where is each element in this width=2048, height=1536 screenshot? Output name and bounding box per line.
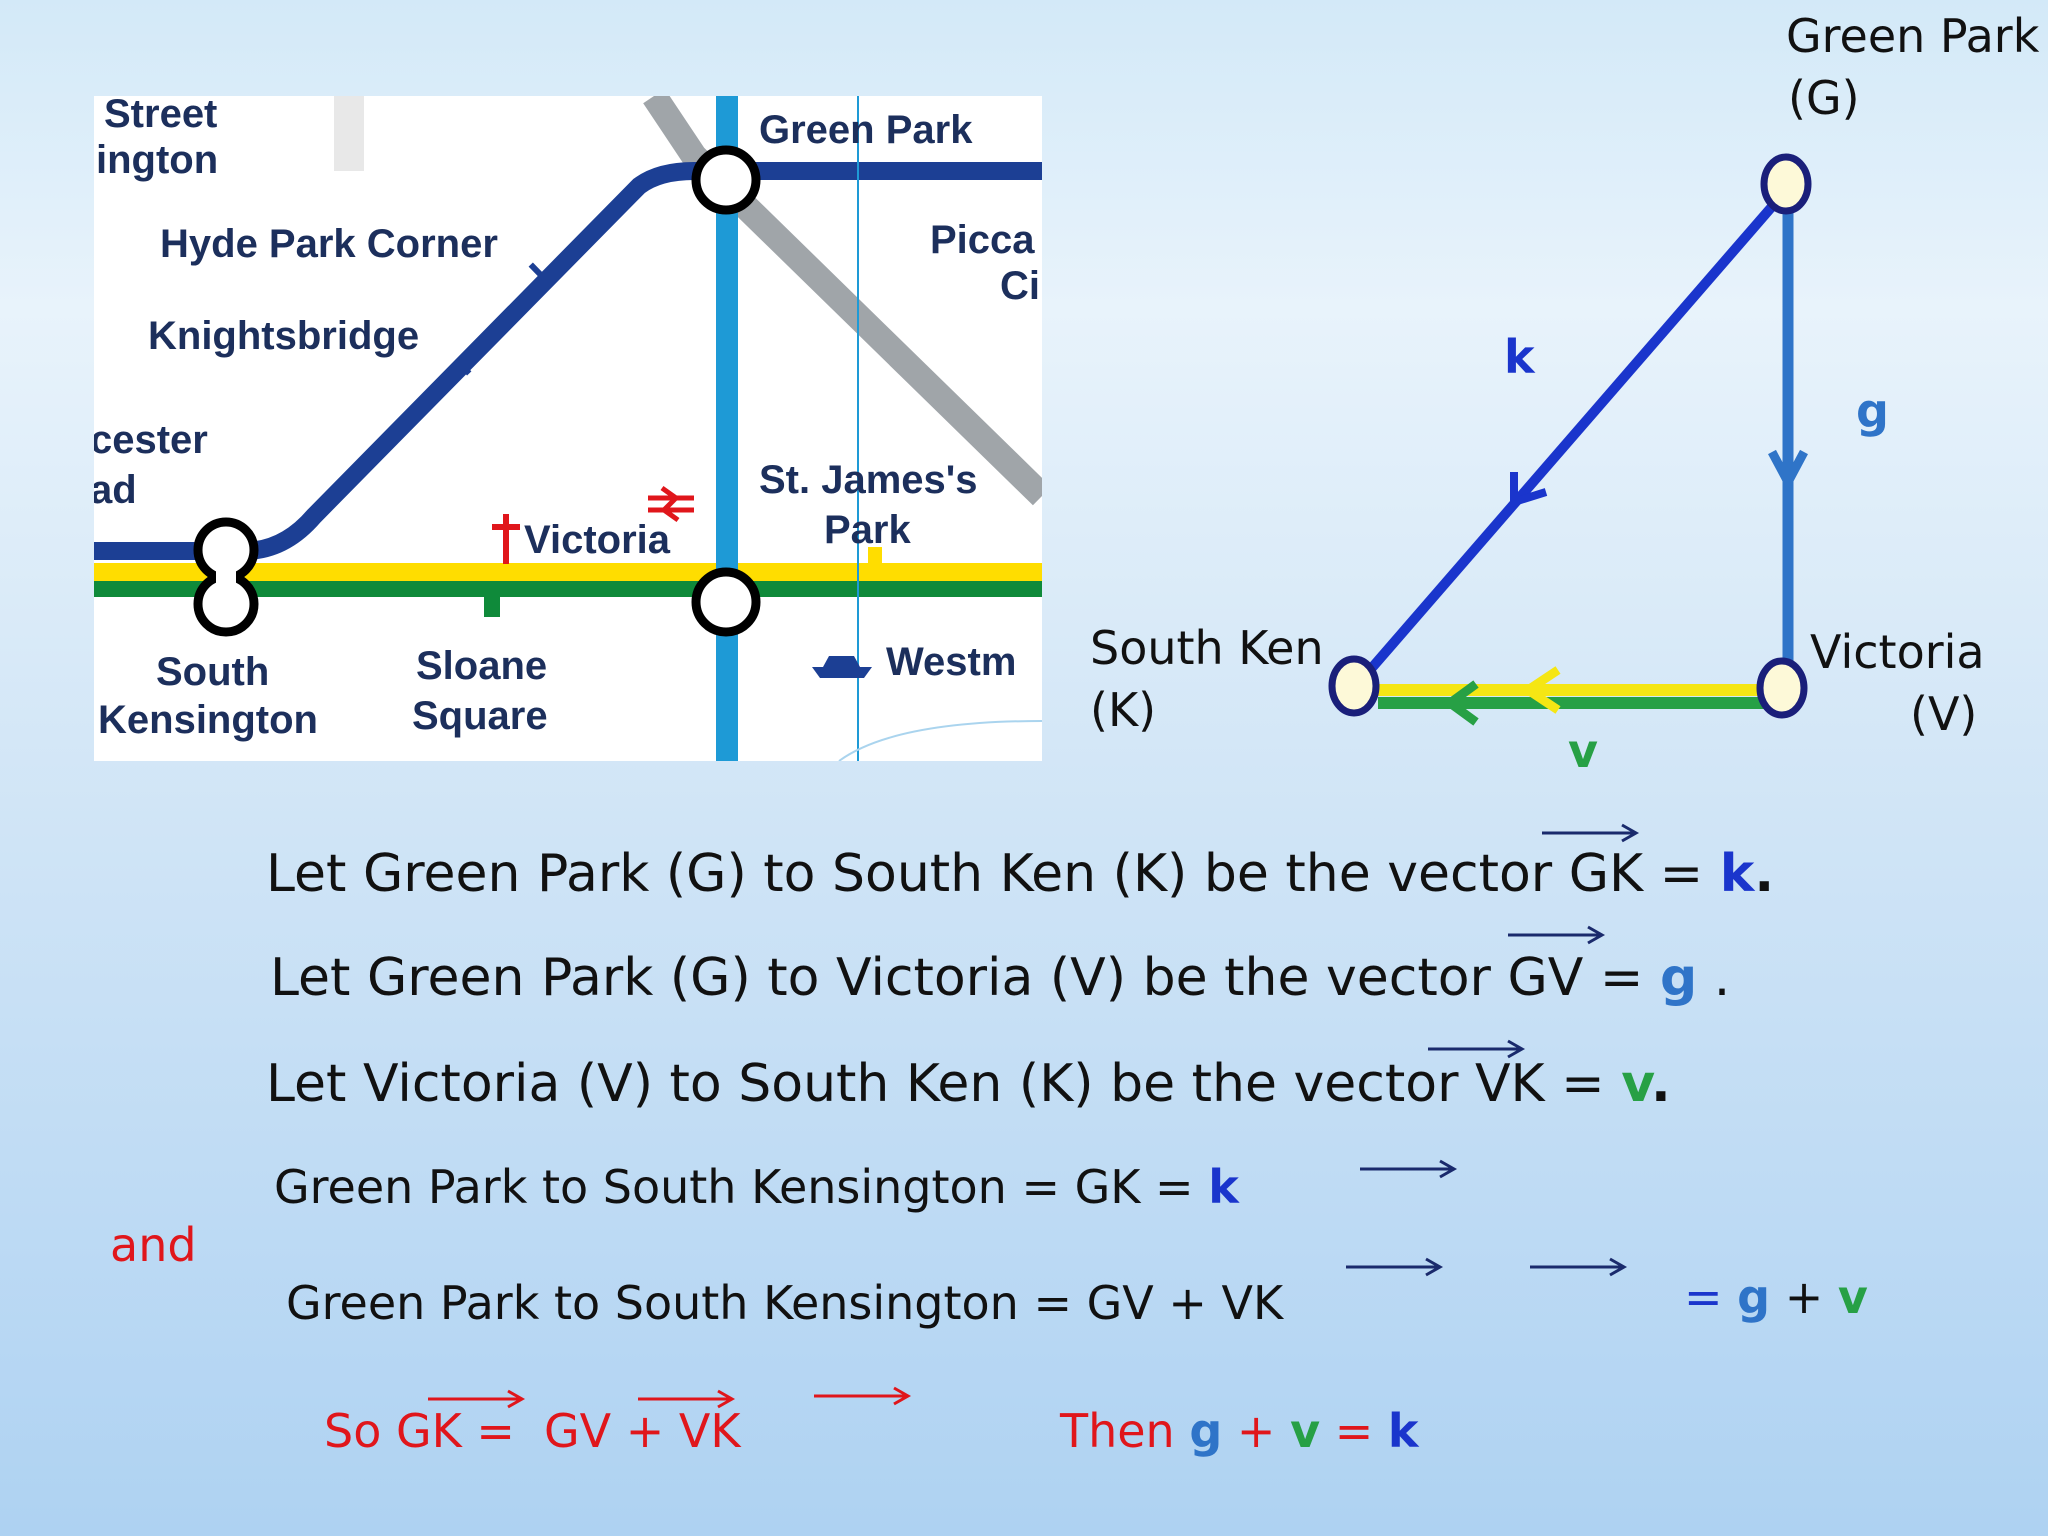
statement-gk-end: . xyxy=(1754,844,1775,904)
node-victoria xyxy=(1756,657,1808,719)
label-green-park: Green Park xyxy=(1786,9,2040,63)
label-green-park-g: (G) xyxy=(1788,71,1860,125)
map-label-ci: Ci xyxy=(1000,264,1040,308)
label-south-ken: South Ken xyxy=(1090,621,1324,675)
then-plus: + xyxy=(1222,1404,1291,1458)
vector-arrow-vk-3 xyxy=(1428,1039,1526,1059)
statement-g-plus-v: = g + v xyxy=(1684,1270,1868,1324)
vector-arrow-so-vk xyxy=(814,1386,912,1406)
vector-arrow-so-gv xyxy=(638,1389,736,1409)
then-g: g xyxy=(1189,1404,1223,1458)
conclusion-so-gk: So GK = xyxy=(324,1404,515,1458)
map-label-park: Park xyxy=(824,508,911,552)
node-south-ken xyxy=(1328,655,1380,717)
then-v: v xyxy=(1290,1404,1321,1458)
national-rail-icon xyxy=(648,485,694,523)
statement-green-park-gk: Green Park to South Kensington = GK = k xyxy=(274,1160,1239,1214)
conclusion-gv-plus-vk: GV + VK xyxy=(544,1404,741,1458)
statement-green-park-gv-vk: Green Park to South Kensington = GV + VK xyxy=(286,1276,1284,1330)
statement-green-park-gk-text: Green Park to South Kensington = GK = xyxy=(274,1160,1209,1214)
victoria-interchange xyxy=(691,567,761,637)
st-jamess-park-tick xyxy=(868,547,882,563)
map-grey-block xyxy=(334,96,364,171)
green-park-interchange xyxy=(691,145,761,215)
knightsbridge-tick xyxy=(454,358,472,376)
vector-v-arrowhead-green xyxy=(1442,680,1479,726)
map-label-cester: cester xyxy=(94,418,208,462)
then-word: Then xyxy=(1060,1404,1190,1458)
piccadilly-line xyxy=(94,162,1042,560)
eq-plus: + xyxy=(1770,1270,1838,1324)
statement-gk: Let Green Park (G) to South Ken (K) be t… xyxy=(266,844,1774,904)
then-k: k xyxy=(1387,1404,1419,1458)
label-vector-k: k xyxy=(1504,330,1535,384)
label-vector-v: v xyxy=(1568,724,1598,778)
victoria-coach-icon xyxy=(492,514,520,564)
map-label-kensington: Kensington xyxy=(98,698,318,742)
map-label-knightsbridge: Knightsbridge xyxy=(148,314,420,358)
and-label: and xyxy=(110,1218,197,1272)
map-label-street: Street xyxy=(104,96,218,136)
map-label-victoria: Victoria xyxy=(524,518,670,562)
statement-gv-text: Let Green Park (G) to Victoria (V) be th… xyxy=(270,948,1660,1008)
map-label-ington: ington xyxy=(96,138,219,182)
node-green-park xyxy=(1760,153,1812,215)
vector-k-line xyxy=(1366,198,1780,674)
tube-map: Street ington Hyde Park Corner Knightsbr… xyxy=(94,96,1042,761)
statement-vk: Let Victoria (V) to South Ken (K) be the… xyxy=(266,1054,1671,1114)
statement-vk-end: . xyxy=(1650,1054,1671,1114)
hyde-park-corner-tick xyxy=(528,262,546,280)
statement-gv-end: . xyxy=(1697,948,1731,1008)
then-eq: = xyxy=(1320,1404,1388,1458)
map-label-hyde-park-corner: Hyde Park Corner xyxy=(160,222,498,266)
vector-arrow-vk-5 xyxy=(1530,1257,1628,1277)
statement-gv: Let Green Park (G) to Victoria (V) be th… xyxy=(270,948,1730,1008)
vector-k-arrowhead xyxy=(1510,472,1548,508)
vector-g-arrowhead xyxy=(1768,449,1808,492)
map-label-ad: ad xyxy=(94,468,137,512)
eq-v: v xyxy=(1837,1270,1868,1324)
pier-icon xyxy=(812,656,872,678)
vector-arrow-gv-2 xyxy=(1508,925,1606,945)
map-label-square: Square xyxy=(412,694,548,738)
tube-map-lines xyxy=(94,96,1042,761)
label-victoria-v: (V) xyxy=(1910,687,1978,741)
statement-vk-var: v xyxy=(1621,1054,1651,1114)
statement-green-park-gk-var: k xyxy=(1208,1160,1239,1214)
river-edge xyxy=(838,720,1042,761)
label-vector-g: g xyxy=(1856,384,1889,438)
vector-arrow-gv-5 xyxy=(1346,1257,1444,1277)
conclusion-then: Then g + v = k xyxy=(1060,1404,1418,1458)
vector-arrow-so-gk xyxy=(428,1389,526,1409)
vector-triangle-diagram: Green Park (G) South Ken (K) Victoria (V… xyxy=(1060,0,2048,800)
statement-vk-text: Let Victoria (V) to South Ken (K) be the… xyxy=(266,1054,1622,1114)
jubilee-line xyxy=(643,96,1042,506)
statement-gv-var: g xyxy=(1659,948,1698,1008)
south-kensington-connector xyxy=(216,566,236,588)
eq-sign: = xyxy=(1684,1270,1738,1324)
district-line xyxy=(94,581,1042,597)
statement-gk-text: Let Green Park (G) to South Ken (K) be t… xyxy=(266,844,1720,904)
map-label-westm: Westm xyxy=(886,640,1017,684)
circle-line xyxy=(94,563,1042,581)
map-label-south: South xyxy=(156,650,270,694)
vector-triangle-svg xyxy=(1328,153,1812,726)
vector-arrow-gk-4 xyxy=(1360,1159,1458,1179)
map-label-st-jamess: St. James's xyxy=(759,458,978,502)
statement-gk-var: k xyxy=(1719,844,1755,904)
map-label-picca: Picca xyxy=(930,218,1035,262)
eq-g: g xyxy=(1737,1270,1771,1324)
vector-arrow-gk-1 xyxy=(1542,823,1640,843)
sloane-square-tick xyxy=(484,597,500,617)
vector-v-arrowhead-yellow xyxy=(1519,666,1561,714)
map-label-green-park: Green Park xyxy=(759,108,973,152)
label-south-ken-k: (K) xyxy=(1090,683,1157,737)
map-label-sloane: Sloane xyxy=(416,644,548,688)
label-victoria: Victoria xyxy=(1810,625,1985,679)
